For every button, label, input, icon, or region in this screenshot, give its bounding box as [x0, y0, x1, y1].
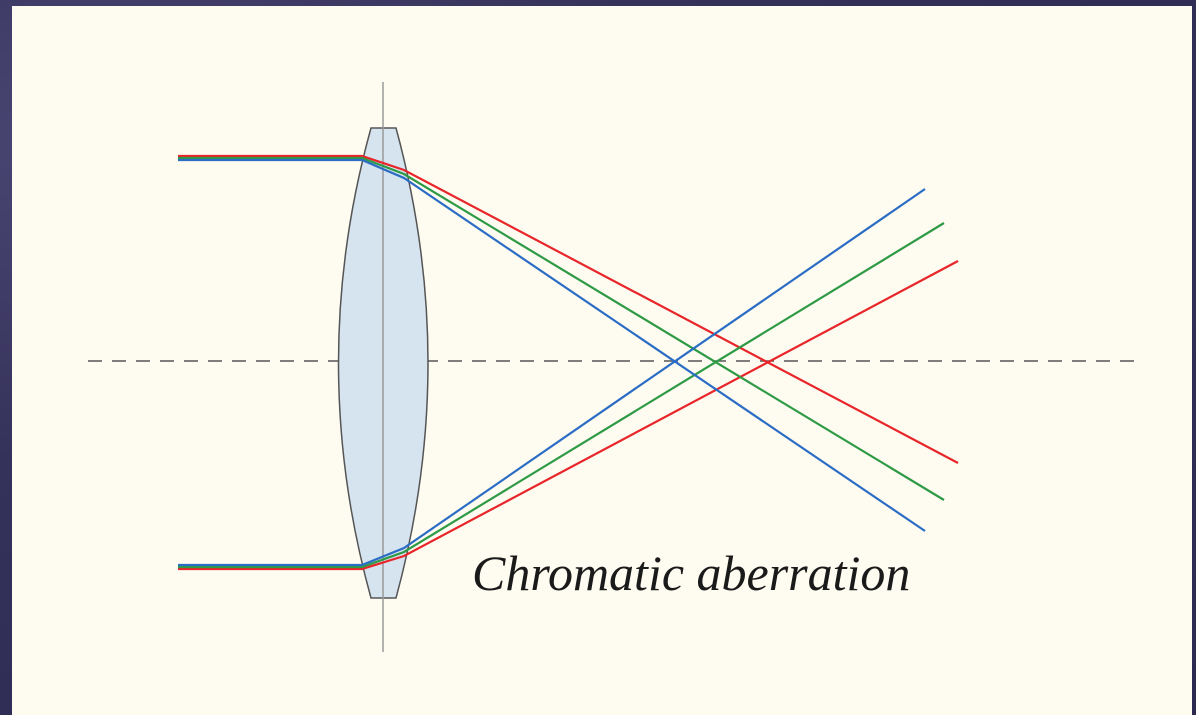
- red-ray-bottom: [178, 260, 959, 571]
- rays-group: [178, 154, 959, 571]
- blue-ray-top: [178, 158, 926, 532]
- blue-ray-bottom: [178, 188, 926, 567]
- diagram-caption: Chromatic aberration: [472, 545, 910, 601]
- red-ray-top: [178, 154, 959, 464]
- green-ray-bottom: [178, 222, 945, 569]
- green-ray-top: [178, 156, 945, 501]
